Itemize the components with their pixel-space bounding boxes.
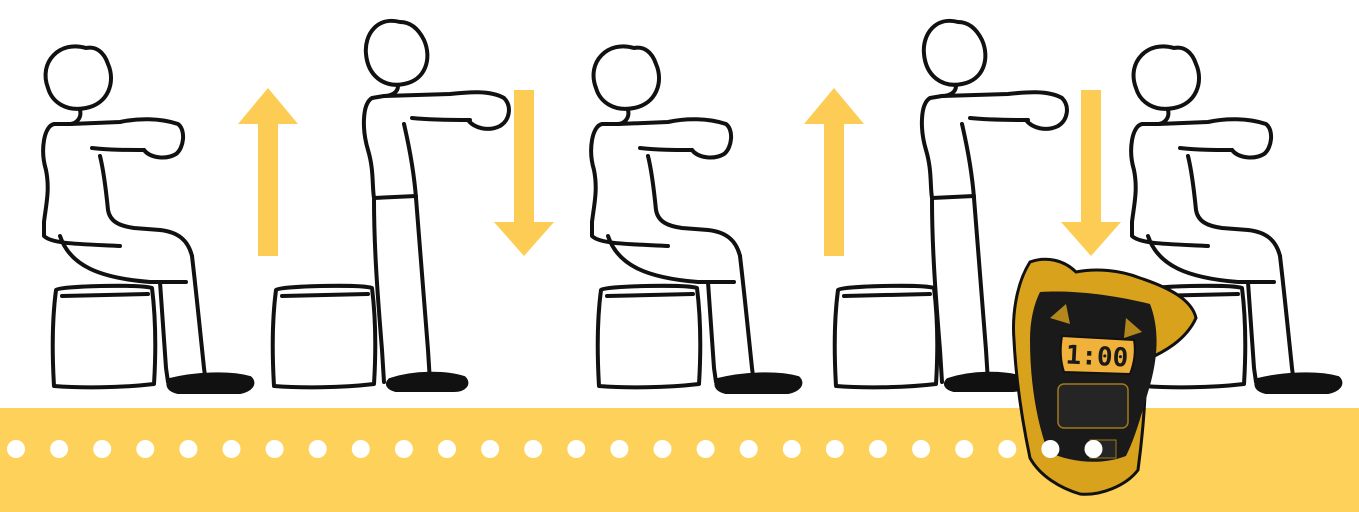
dot — [309, 440, 327, 458]
dot — [352, 440, 370, 458]
standing-person — [364, 21, 509, 390]
dot — [697, 440, 715, 458]
dot — [223, 440, 241, 458]
dot — [179, 440, 197, 458]
yellow-floor-band — [0, 408, 1359, 512]
dot — [1085, 440, 1103, 458]
dot — [740, 440, 758, 458]
dot — [610, 440, 628, 458]
box-seat — [53, 286, 156, 387]
dot — [567, 440, 585, 458]
arrow-down-icon — [1061, 90, 1121, 256]
dot — [481, 440, 499, 458]
seated-person — [43, 46, 252, 392]
dot — [50, 440, 68, 458]
dot — [955, 440, 973, 458]
seated-person — [591, 46, 800, 392]
dot — [395, 440, 413, 458]
dot — [826, 440, 844, 458]
timer-display: 1:00 — [1065, 340, 1129, 373]
box-seat — [273, 286, 376, 387]
arrow-up-icon — [238, 88, 298, 256]
dot — [438, 440, 456, 458]
dot — [998, 440, 1016, 458]
arrow-down-icon — [494, 90, 554, 256]
dot — [266, 440, 284, 458]
dot — [912, 440, 930, 458]
dot — [1041, 440, 1059, 458]
box-seat — [598, 286, 701, 387]
dot — [93, 440, 111, 458]
dot — [654, 440, 672, 458]
dot — [7, 440, 25, 458]
box-seat — [835, 286, 938, 387]
dot — [869, 440, 887, 458]
dot — [136, 440, 154, 458]
dot — [783, 440, 801, 458]
dot — [524, 440, 542, 458]
arrow-up-icon — [804, 88, 864, 256]
